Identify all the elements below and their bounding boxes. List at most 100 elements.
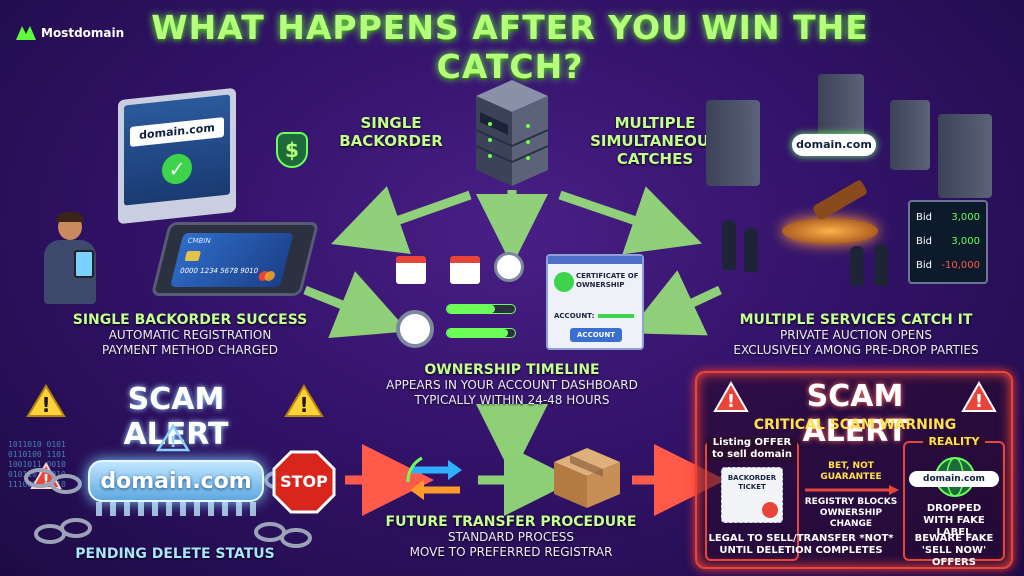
ticket-label: BACKORDER TICKET [722, 474, 782, 492]
bid-row: Bid 3,000 [916, 206, 980, 230]
listing-label: Listing OFFER to sell domain [707, 437, 797, 461]
single-backorder-label: SINGLE BACKORDER [336, 114, 446, 150]
pending-delete-status: PENDING DELETE STATUS [75, 546, 275, 562]
warning-icon-red: ! [961, 381, 997, 412]
beware-line-1: BEWARE FAKE [914, 533, 994, 544]
certificate-line-1: CERTIFICATE OF [576, 272, 639, 280]
timeline-title: OWNERSHIP TIMELINE [424, 362, 600, 378]
card-chip-icon [184, 251, 201, 261]
progress-bar-2 [446, 328, 516, 338]
multiple-catch-lines: PRIVATE AUCTION OPENS EXCLUSIVELY AMONG … [696, 328, 1016, 358]
reality-label: REALITY [923, 435, 985, 448]
listing-line-1: Listing OFFER [712, 437, 792, 448]
gavel-icon [811, 179, 869, 221]
arrow-right-to-timeline [627, 270, 722, 336]
frozen-domain-block: domain.com [88, 460, 264, 502]
server-right-icon [938, 114, 992, 198]
single-backorder-line-1: SINGLE [360, 114, 422, 132]
scam-right-title: SCAM ALERT [802, 379, 908, 449]
person-hair [56, 212, 84, 222]
podium [744, 228, 758, 272]
account-button[interactable]: ACCOUNT [570, 328, 622, 342]
beware-line-2: 'SELL NOW' OFFERS [921, 545, 987, 568]
ticket-stamp-icon [762, 502, 778, 518]
page-title: WHAT HAPPENS AFTER YOU WIN THE CATCH? [151, 8, 869, 86]
transfer-lines: STANDARD PROCESS MOVE TO PREFERRED REGIS… [366, 530, 656, 560]
server-left-icon [706, 100, 760, 186]
calendar-icon [450, 256, 480, 284]
bid-label: Bid [916, 236, 932, 247]
legal-line-1: LEGAL TO SELL/TRANSFER *NOT* [708, 533, 894, 544]
listing-line-2: to sell domain [712, 449, 792, 460]
tablet: CMBIN 0000 1234 5678 9010 [150, 222, 320, 296]
transfer-title: FUTURE TRANSFER PROCEDURE [385, 514, 637, 530]
certificate-line-2: OWNERSHIP [576, 281, 625, 289]
timeline-line-2: TYPICALLY WITHIN 24-48 HOURS [414, 393, 610, 407]
transfer-arrows-icon [406, 456, 462, 500]
ticket-line-1: BACKORDER [727, 474, 777, 482]
timeline-lines: APPEARS IN YOUR ACCOUNT DASHBOARD TYPICA… [362, 378, 662, 408]
transfer-line-2: MOVE TO PREFERRED REGISTRAR [409, 545, 613, 559]
server-middle-icon [818, 74, 864, 140]
legal-warning: LEGAL TO SELL/TRANSFER *NOT* UNTIL DELET… [703, 533, 899, 557]
svg-text:!: ! [41, 393, 50, 417]
domain-pill: domain.com [792, 134, 876, 156]
credit-card: CMBIN 0000 1234 5678 9010 [170, 233, 294, 287]
bid-row: Bid -10,000 [916, 254, 980, 278]
calendar-icon [396, 256, 426, 284]
card-logo-orange [263, 271, 277, 281]
dropped-line-2: WITH FAKE LABEL [923, 515, 985, 538]
clock-icon [494, 252, 524, 282]
certificate-title: CERTIFICATE OF OWNERSHIP [576, 272, 639, 290]
backorder-ticket: BACKORDER TICKET [721, 467, 783, 523]
binary-line: 1011010 0101 [8, 440, 66, 449]
svg-text:!: ! [43, 471, 50, 489]
binary-line: 0110100 1101 [8, 450, 66, 459]
warning-icon: ! [26, 384, 66, 417]
auction-illustration: domain.com Bid 3,000 Bid 3,000 Bid -10,0… [700, 70, 1010, 306]
multiple-catches-label: MULTIPLE SIMULTANEOUS CATCHES [590, 114, 720, 168]
arrow-to-left [331, 186, 472, 254]
registry-line-3: CHANGE [829, 519, 873, 529]
single-success-lines: AUTOMATIC REGISTRATION PAYMENT METHOD CH… [60, 328, 320, 358]
success-check-icon: ✓ [162, 152, 192, 186]
scam-left-title: SCAM ALERT [123, 382, 229, 452]
dropped-label: DROPPED WITH FAKE LABEL [905, 503, 1003, 539]
single-success-title: SINGLE BACKORDER SUCCESS [72, 312, 308, 328]
icicles [96, 502, 256, 516]
account-label: ACCOUNT: [554, 312, 595, 320]
stop-sign-icon [272, 450, 336, 514]
svg-text:!: ! [975, 391, 983, 412]
timeline-illustration: CERTIFICATE OF OWNERSHIP ACCOUNT: ACCOUN… [390, 248, 650, 358]
package-box-icon [554, 448, 620, 508]
transfer-line-1: STANDARD PROCESS [447, 530, 575, 544]
legal-line-2: UNTIL DELETION COMPLETES [719, 545, 883, 556]
dropped-line-1: DROPPED [926, 503, 982, 514]
panel-arrow-icon [805, 485, 899, 495]
multiple-catch-title: MULTIPLE SERVICES CATCH IT [739, 312, 973, 328]
certificate-bar [548, 256, 642, 264]
stop-sign-text: STOP [280, 472, 328, 491]
registry-line-1: REGISTRY BLOCKS [804, 497, 898, 507]
multiple-catch-line-2: EXCLUSIVELY AMONG PRE-DROP PARTIES [733, 343, 979, 357]
bid-row: Bid 3,000 [916, 230, 980, 254]
warning-icon: ! [284, 384, 324, 417]
monitor-screen: domain.com ✓ [124, 94, 230, 206]
multiple-catch-line-1: PRIVATE AUCTION OPENS [780, 328, 932, 342]
scam-alert-left: 1011010 0101 0110100 1101 1001011 0010 0… [0, 370, 345, 570]
timeline-line-1: APPEARS IN YOUR ACCOUNT DASHBOARD [386, 378, 638, 392]
beware-warning: BEWARE FAKE 'SELL NOW' OFFERS [905, 533, 1003, 569]
bid-value: -10,000 [941, 260, 980, 271]
bid-label: Bid [916, 212, 932, 223]
certificate-card: CERTIFICATE OF OWNERSHIP ACCOUNT: ACCOUN… [546, 254, 644, 350]
bidder-3 [874, 244, 888, 286]
registry-line-2: OWNERSHIP [819, 508, 883, 518]
arrow-to-right [558, 186, 703, 255]
bet-line-2: GUARANTEE [820, 472, 882, 482]
brand-logo: Mostdomain [16, 26, 124, 40]
svg-text:!: ! [727, 391, 735, 412]
bet-not-guarantee: BET, NOT GUARANTEE [801, 461, 901, 483]
bet-line-1: BET, NOT [828, 461, 874, 471]
single-backorder-illustration: domain.com ✓ $ CMBIN 0000 1234 5678 9010 [30, 86, 330, 308]
